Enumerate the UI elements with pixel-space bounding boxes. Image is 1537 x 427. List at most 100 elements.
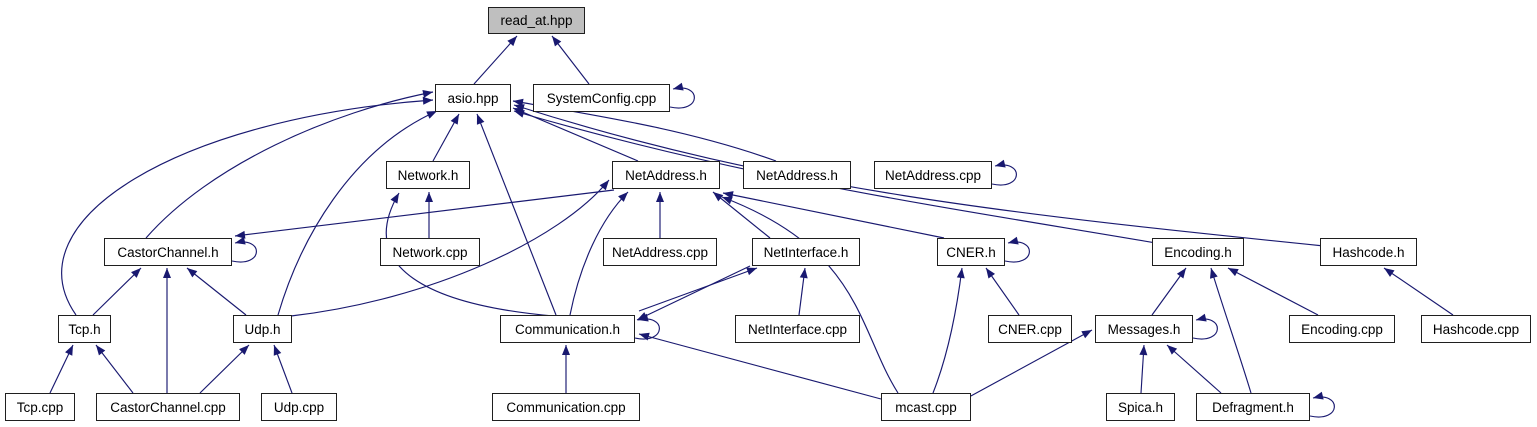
graph-node-network_h[interactable]: Network.h (386, 161, 470, 189)
graph-arrowhead (799, 268, 808, 279)
graph-arrowhead (96, 345, 106, 356)
graph-node-netaddress_cpp_top[interactable]: NetAddress.cpp (874, 161, 992, 189)
graph-arrowhead (450, 114, 459, 125)
graph-edge (513, 104, 1325, 247)
graph-edge (1192, 318, 1218, 340)
graph-arrowhead (562, 345, 570, 355)
graph-node-hashcode_cpp[interactable]: Hashcode.cpp (1421, 315, 1531, 343)
graph-edge (1166, 344, 1222, 394)
graph-arrowhead (1008, 236, 1019, 245)
graph-node-systemconfig_cpp[interactable]: SystemConfig.cpp (533, 84, 670, 112)
graph-arrowhead (425, 192, 433, 202)
graph-arrowhead (618, 192, 628, 202)
graph-edge (722, 192, 945, 239)
graph-node-tcp_cpp[interactable]: Tcp.cpp (5, 393, 75, 421)
graph-edge (473, 35, 518, 85)
graph-arrowhead (1167, 345, 1178, 355)
graph-node-spica_h[interactable]: Spica.h (1106, 393, 1175, 421)
graph-arrowhead (422, 96, 433, 105)
graph-edge (569, 191, 629, 316)
graph-arrowhead (273, 345, 282, 356)
graph-arrowhead (426, 111, 437, 119)
graph-arrowhead (507, 36, 517, 47)
graph-arrowhead (239, 345, 249, 355)
graph-node-castorchannel_h[interactable]: CastorChannel.h (104, 238, 232, 266)
graph-node-tcp_h[interactable]: Tcp.h (58, 315, 111, 343)
graph-edge (932, 267, 963, 394)
graph-edge (290, 179, 610, 317)
graph-arrowhead (722, 196, 733, 205)
graph-node-cner_h[interactable]: CNER.h (937, 238, 1005, 266)
graph-edge (669, 87, 695, 109)
graph-arrowhead (235, 236, 246, 245)
graph-node-netinterface_h[interactable]: NetInterface.h (752, 238, 860, 266)
graph-arrowhead (1176, 268, 1186, 279)
graph-edge (638, 267, 758, 312)
graph-arrowhead (1384, 268, 1395, 277)
graph-node-network_cpp[interactable]: Network.cpp (380, 238, 480, 266)
graph-node-communication_cpp[interactable]: Communication.cpp (492, 393, 640, 421)
graph-arrowhead (235, 230, 246, 239)
graph-node-communication_h[interactable]: Communication.h (500, 315, 635, 343)
graph-arrowhead (131, 268, 141, 278)
graph-arrowhead (1313, 391, 1324, 400)
graph-edge (551, 35, 590, 85)
graph-node-asio_hpp[interactable]: asio.hpp (435, 84, 511, 112)
graph-arrowhead (422, 89, 433, 98)
graph-node-netinterface_cpp[interactable]: NetInterface.cpp (735, 315, 860, 343)
graph-edge (92, 267, 142, 316)
graph-arrowhead (638, 313, 649, 322)
graph-arrowhead (986, 268, 996, 279)
graph-arrowhead (599, 180, 609, 191)
graph-arrowhead (514, 109, 525, 118)
graph-edge (476, 113, 557, 316)
graph-arrowhead (390, 193, 399, 204)
graph-edge (1383, 267, 1454, 316)
graph-node-encoding_cpp[interactable]: Encoding.cpp (1289, 315, 1395, 343)
graph-edge (61, 99, 434, 316)
graph-node-cner_cpp[interactable]: CNER.cpp (988, 315, 1072, 343)
graph-edge (186, 267, 247, 316)
graph-edge (1004, 241, 1030, 263)
graph-edge (638, 333, 882, 400)
graph-node-netaddress_cpp[interactable]: NetAddress.cpp (603, 238, 717, 266)
graph-arrowhead (746, 267, 757, 276)
graph-arrowhead (656, 192, 664, 202)
graph-node-encoding_h[interactable]: Encoding.h (1152, 238, 1244, 266)
graph-edge (95, 344, 134, 394)
graph-edge (234, 189, 615, 237)
graph-arrowhead (187, 268, 198, 278)
graph-node-messages_h[interactable]: Messages.h (1095, 315, 1193, 343)
graph-node-udp_h[interactable]: Udp.h (233, 315, 292, 343)
graph-arrowhead (65, 345, 73, 356)
graph-arrowhead (956, 268, 965, 279)
graph-edge (1309, 396, 1335, 418)
graph-node-read_at_hpp: read_at.hpp (488, 7, 585, 34)
graph-node-castorchannel_cpp[interactable]: CastorChannel.cpp (96, 393, 240, 421)
graph-node-mcast_cpp[interactable]: mcast.cpp (881, 393, 971, 421)
graph-arrowhead (514, 104, 525, 112)
graph-edge (277, 110, 438, 316)
graph-arrowhead (1081, 330, 1092, 339)
graph-edge (1210, 267, 1252, 394)
graph-node-defragment_h[interactable]: Defragment.h (1196, 393, 1310, 421)
graph-arrowhead (1210, 268, 1218, 279)
graph-arrowhead (552, 36, 562, 47)
graph-arrowhead (1228, 268, 1239, 277)
graph-arrowhead (1196, 313, 1207, 322)
graph-node-netaddress_h_1[interactable]: NetAddress.h (612, 161, 720, 189)
graph-arrowhead (163, 268, 171, 278)
graph-node-hashcode_h[interactable]: Hashcode.h (1320, 238, 1417, 266)
graph-edge (712, 191, 771, 239)
graph-edge (1227, 267, 1319, 316)
graph-edge (145, 91, 434, 239)
graph-arrowhead (673, 82, 684, 91)
graph-edge (636, 265, 751, 321)
graph-edge (721, 196, 899, 394)
graph-arrowhead (995, 159, 1006, 168)
graph-node-udp_cpp[interactable]: Udp.cpp (261, 393, 337, 421)
graph-node-netaddress_h_2[interactable]: NetAddress.h (743, 161, 851, 189)
graph-edge (199, 344, 250, 394)
